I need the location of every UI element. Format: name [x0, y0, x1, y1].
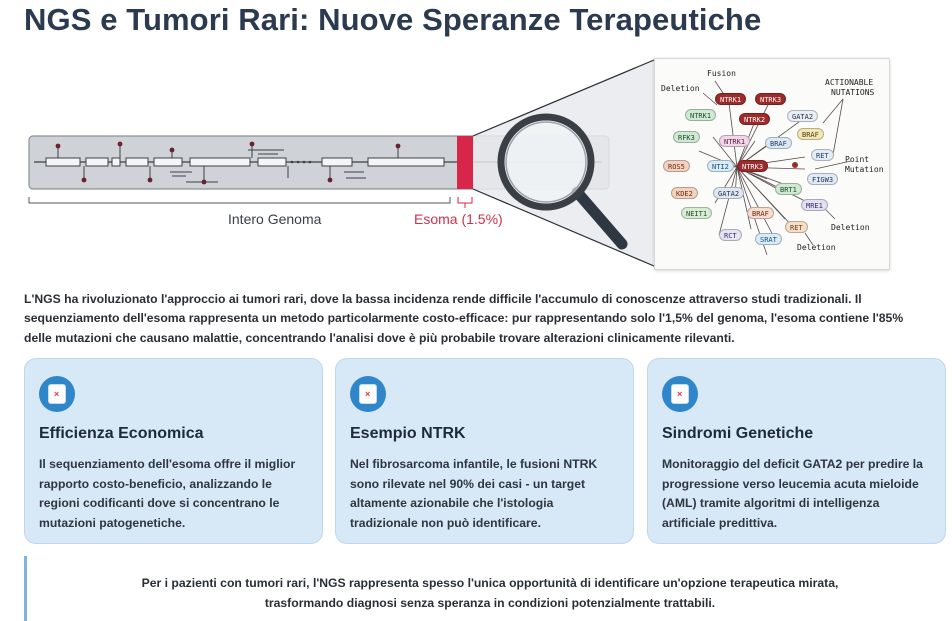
- point-mutation-label-2: Mutation: [845, 165, 884, 174]
- gene-node-srat: SRAT: [755, 233, 782, 245]
- document-icon: ×: [39, 376, 75, 412]
- gene-node-ntrk1a: NTRK1: [715, 93, 747, 105]
- document-icon: ×: [662, 376, 698, 412]
- card-title: Efficienza Economica: [39, 425, 204, 442]
- conclusion-callout: Per i pazienti con tumori rari, l'NGS ra…: [24, 556, 950, 621]
- card-sindromi-genetiche: × Sindromi Genetiche Monitoraggio del de…: [647, 358, 946, 544]
- gene-node-nti2: NTI2: [707, 160, 734, 172]
- point-mutation-label-1: Point: [845, 155, 870, 164]
- card-body: Monitoraggio del deficit GATA2 per predi…: [662, 457, 923, 530]
- gene-node-ntrk3a: NTRK3: [755, 93, 787, 105]
- gene-node-mre1: MRE1: [801, 199, 828, 211]
- fusion-label: Fusion: [707, 69, 736, 78]
- deletion-label-right: Deletion: [831, 223, 870, 232]
- callout-text: Per i pazienti con tumori rari, l'NGS ra…: [141, 576, 839, 610]
- actionable-label-2: NUTATIONS: [831, 88, 875, 97]
- card-title: Sindromi Genetiche: [662, 425, 814, 442]
- genome-label: Intero Genoma: [228, 211, 322, 227]
- gene-node-braf1: BRAF: [797, 128, 824, 140]
- card-efficienza-economica: × Efficienza Economica Il sequenziamento…: [24, 358, 323, 544]
- exome-label: Esoma (1.5%): [414, 211, 503, 227]
- gene-node-rct: RCT: [719, 229, 742, 241]
- actionable-label-1: ACTIONABLE: [825, 78, 874, 87]
- intro-paragraph: L'NGS ha rivoluzionato l'approccio ai tu…: [24, 292, 904, 345]
- gene-node-ret2: RET: [785, 221, 808, 233]
- gene-node-braf2: BRAF: [765, 137, 792, 149]
- deletion-label-bottom: Deletion: [797, 243, 836, 252]
- mutation-network-panel: Fusion Deletion ACTIONABLE NUTATIONS Poi…: [654, 58, 890, 270]
- gene-node-ntrk2: NTRK2: [739, 113, 771, 125]
- gene-node-ntrk1c: NTRK1: [719, 135, 751, 147]
- gene-node-ntrk1b: NTRK1: [685, 109, 717, 121]
- document-icon: ×: [350, 376, 386, 412]
- gene-node-ntrk3b: NTRK3: [737, 160, 769, 172]
- gene-node-ret1: RET: [811, 149, 834, 161]
- gene-node-figw3: FIGW3: [807, 173, 839, 185]
- genome-illustration: [28, 59, 655, 267]
- deletion-label-top: Deletion: [661, 84, 700, 93]
- card-body: Nel fibrosarcoma infantile, le fusioni N…: [350, 457, 598, 530]
- card-title: Esempio NTRK: [350, 425, 466, 442]
- gene-node-gata2a: GATA2: [787, 110, 819, 122]
- gene-node-braf3: BRAF: [747, 207, 774, 219]
- gene-node-rfk3: RFK3: [673, 131, 700, 143]
- gene-node-kde2: KDE2: [671, 187, 698, 199]
- page-title: NGS e Tumori Rari: Nuove Speranze Terape…: [24, 2, 762, 37]
- card-body: Il sequenziamento dell'esoma offre il mi…: [39, 457, 296, 530]
- gene-node-gata2b: GATA2: [713, 187, 745, 199]
- gene-node-ros5: ROS5: [663, 160, 690, 172]
- gene-node-brt1: BRT1: [775, 183, 802, 195]
- card-esempio-ntrk: × Esempio NTRK Nel fibrosarcoma infantil…: [335, 358, 634, 544]
- gene-node-neit: NEIT1: [681, 207, 713, 219]
- genome-exome-figure: Intero Genoma Esoma (1.5%) Fusion Deleti…: [22, 54, 892, 272]
